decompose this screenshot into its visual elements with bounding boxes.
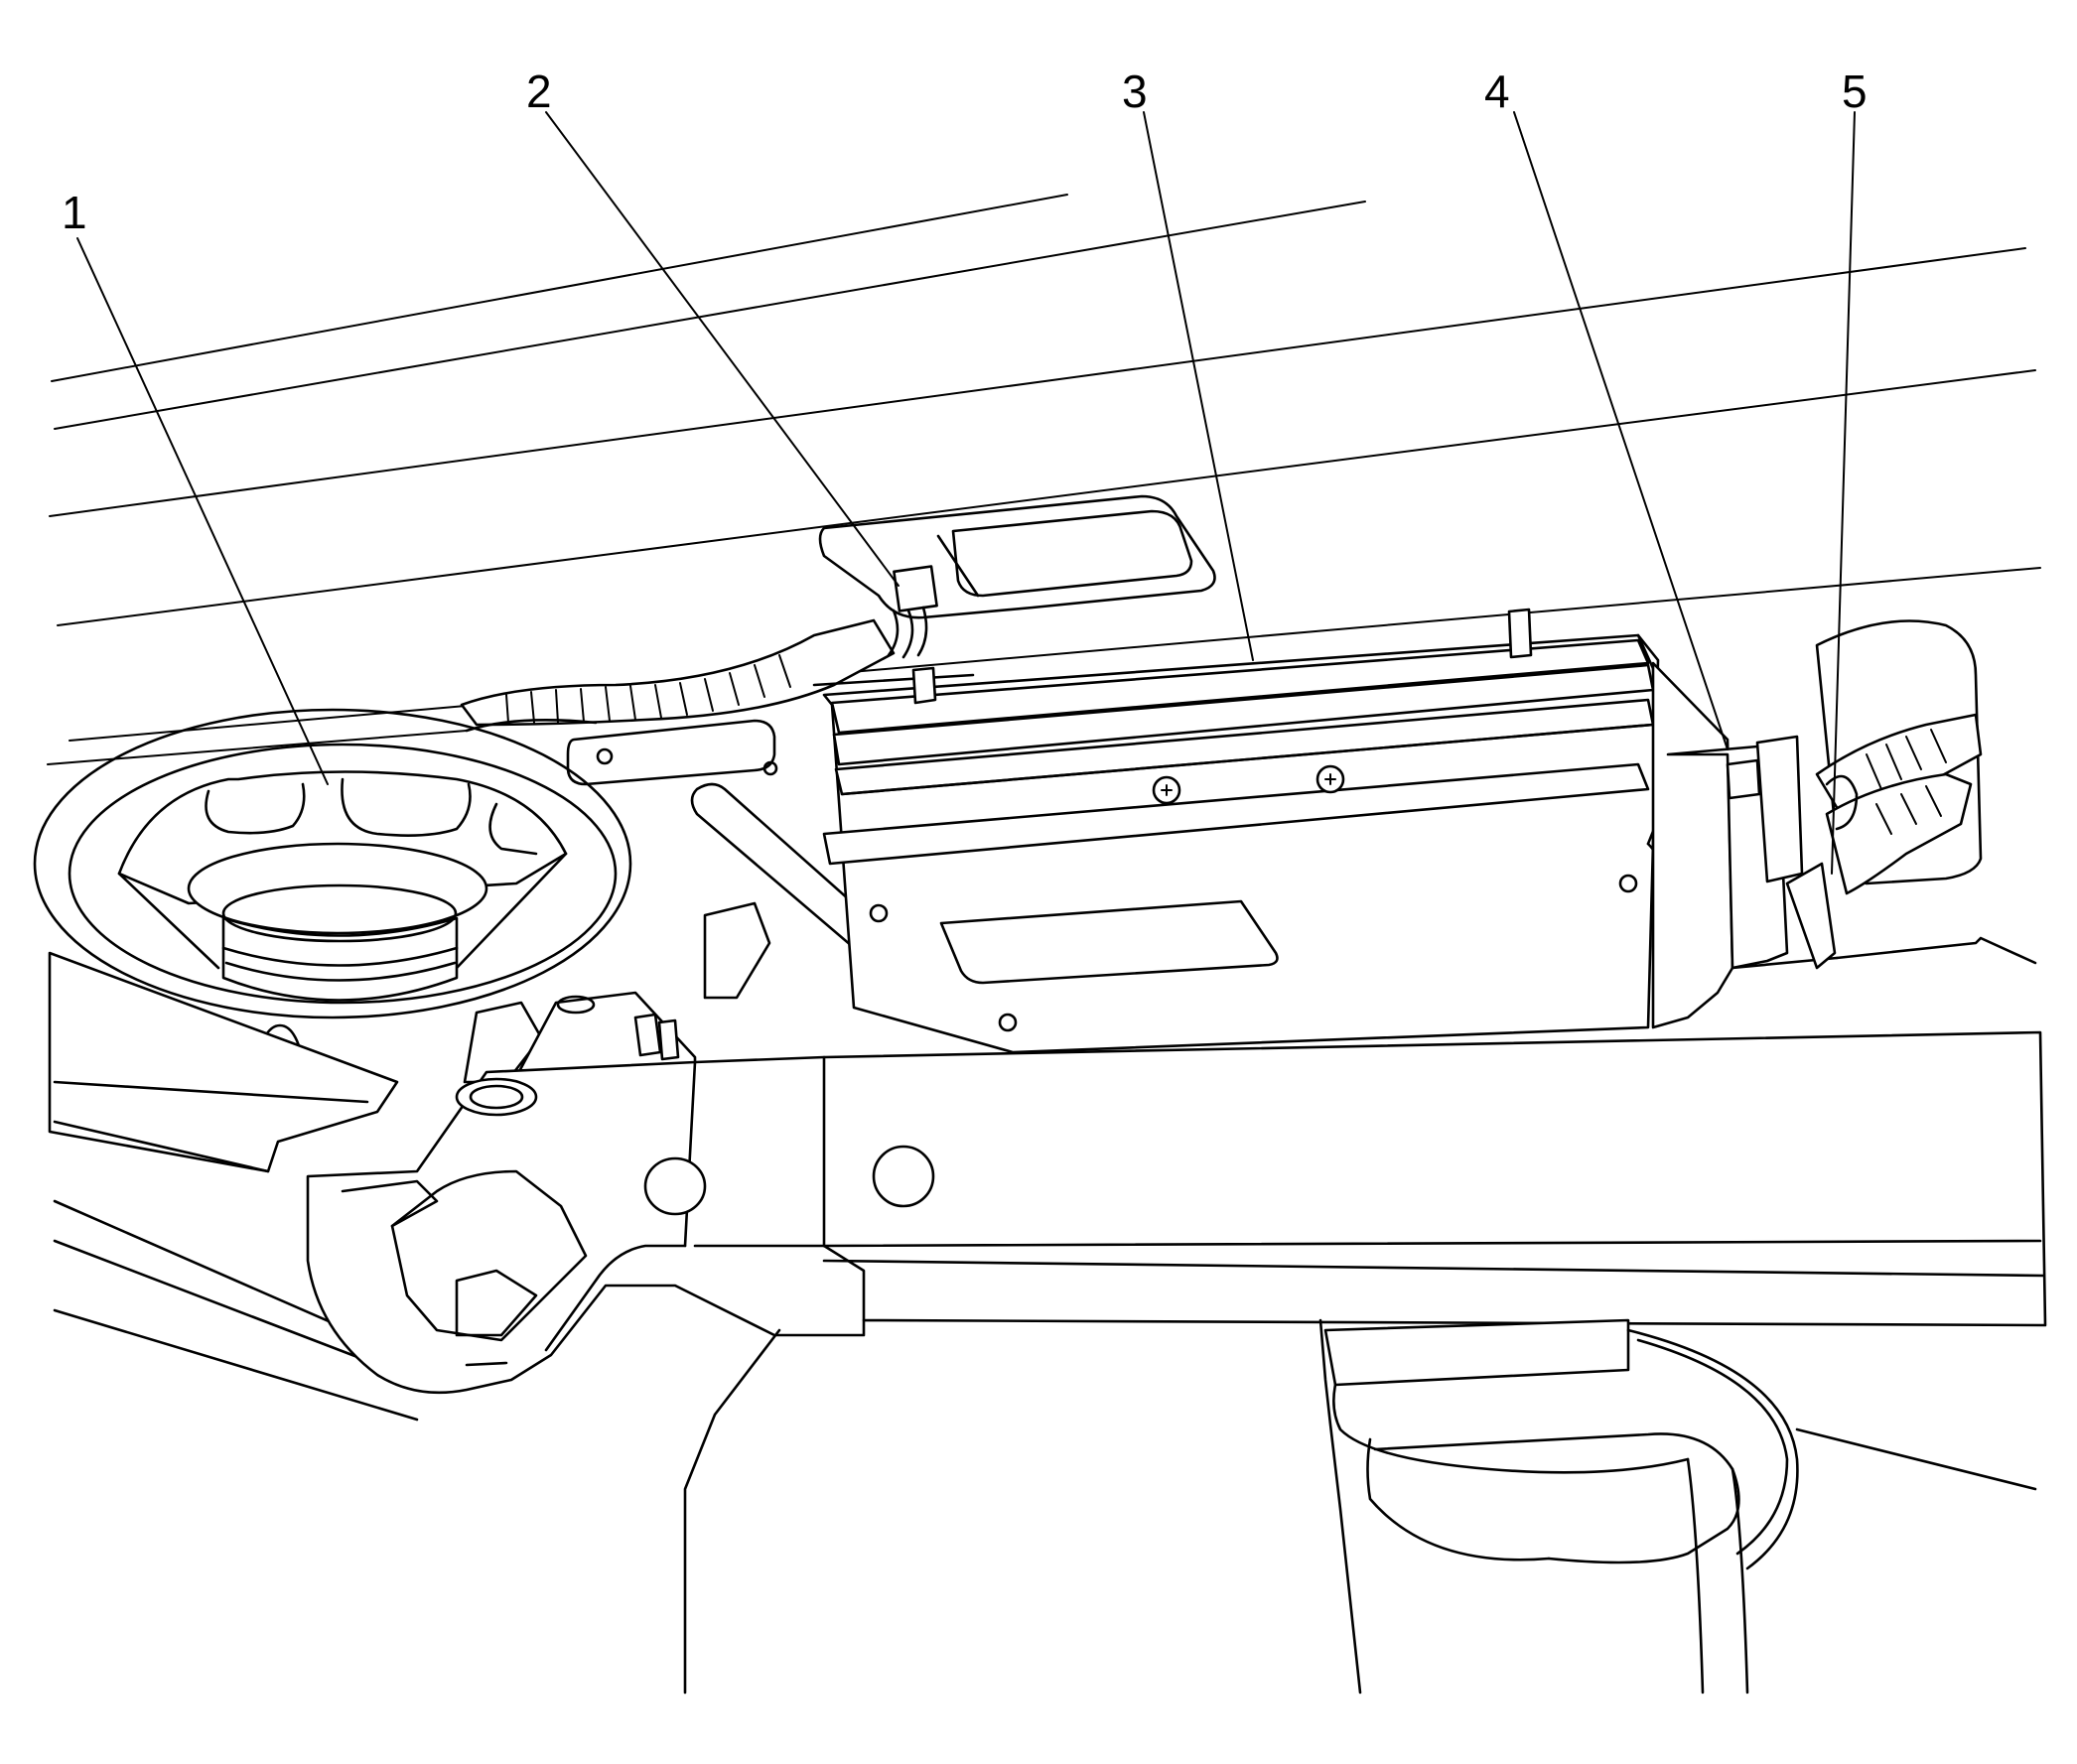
- callout-3: 3: [1122, 66, 1148, 117]
- speaker: [33, 708, 632, 1019]
- callout-1: 1: [62, 187, 87, 238]
- wire-harness-top: [460, 618, 896, 727]
- callout-5: 5: [1842, 66, 1868, 117]
- mounting-bracket: [1651, 661, 1839, 1029]
- connector-5: [1726, 619, 2037, 970]
- shelf-recess: [818, 494, 1216, 619]
- frame-crossmember: [306, 1030, 2047, 1395]
- callout-2: 2: [526, 66, 552, 117]
- connector-2: [887, 565, 938, 659]
- lower-structure: [683, 1318, 2037, 1695]
- headliner-lines: [47, 194, 2041, 765]
- callout-4: 4: [1484, 66, 1510, 117]
- leader-lines: [76, 111, 1856, 875]
- callout-labels: 1 2 3 4 5: [62, 66, 1868, 238]
- amplifier: [822, 608, 1703, 1054]
